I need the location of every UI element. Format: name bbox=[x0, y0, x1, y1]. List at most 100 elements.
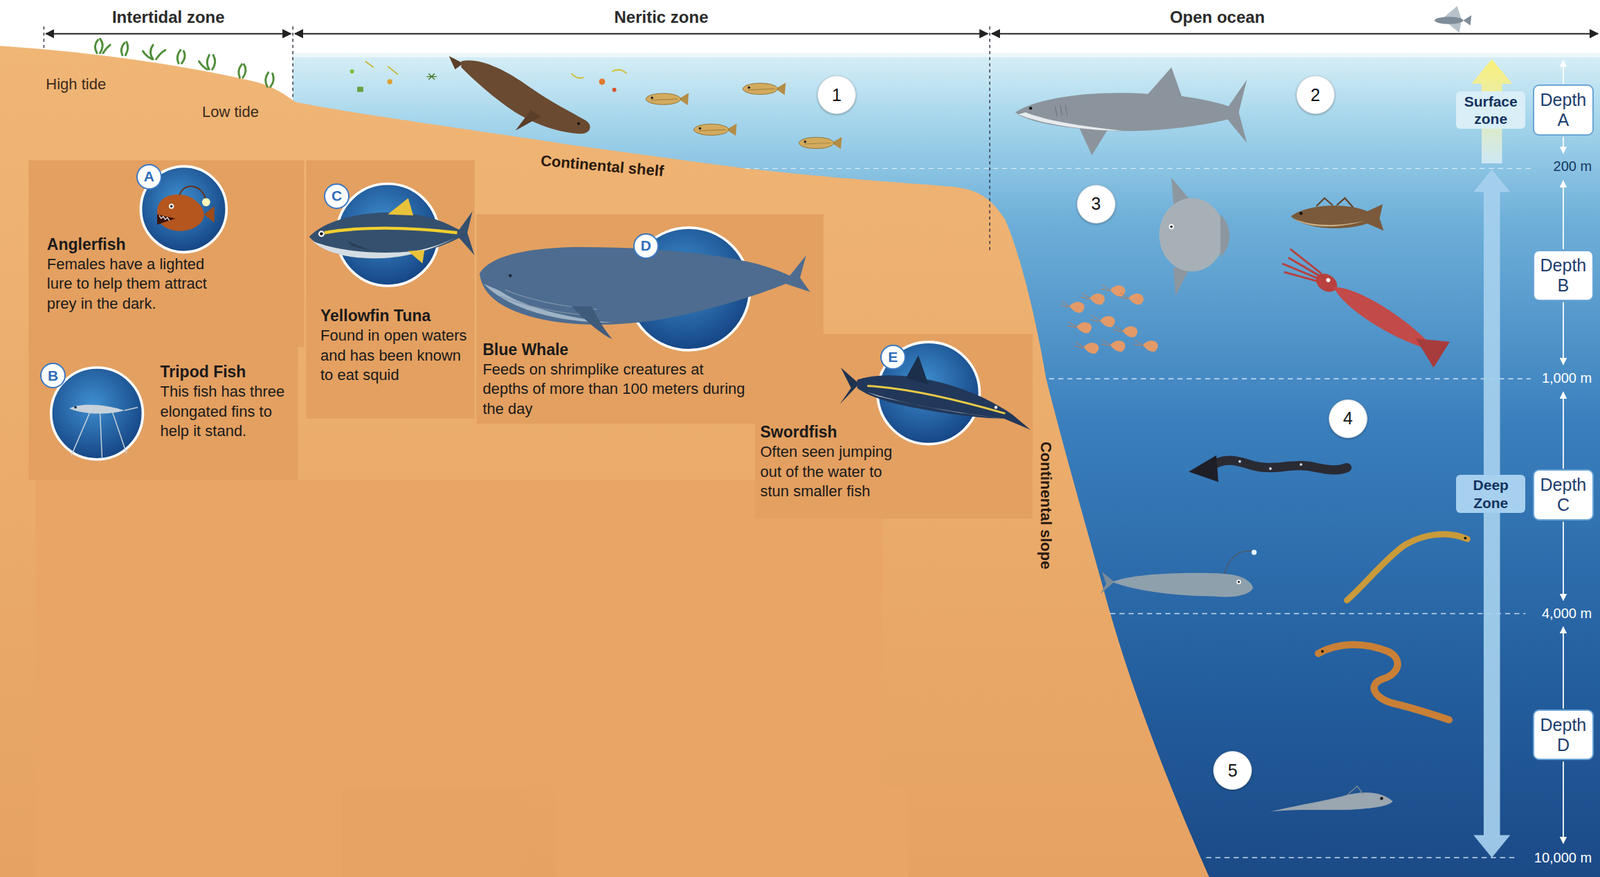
zone-label: Deep Zone bbox=[1456, 474, 1526, 513]
cod bbox=[1290, 197, 1384, 231]
species-name: Yellowfin Tuna bbox=[320, 305, 475, 326]
depth-mark: 200 m bbox=[1553, 157, 1593, 175]
tripod-fish bbox=[69, 404, 125, 414]
species-note: This fish has three elongated fins to he… bbox=[159, 382, 298, 442]
shelf-label: Continental shelf bbox=[539, 151, 665, 181]
anglerfish bbox=[202, 197, 211, 207]
neritic-fish bbox=[742, 82, 786, 95]
swordfish bbox=[840, 367, 860, 405]
swordfish bbox=[994, 405, 998, 409]
species-name: Swordfish bbox=[759, 422, 913, 443]
card-text: Yellowfin TunaFound in open waters and h… bbox=[320, 305, 475, 386]
gulper-eel bbox=[1269, 467, 1272, 470]
viperfish bbox=[1224, 550, 1253, 574]
yellowfin-tuna bbox=[408, 249, 425, 263]
yellowfin-tuna bbox=[346, 240, 373, 252]
plankton bbox=[365, 60, 398, 75]
viperfish bbox=[1100, 549, 1257, 597]
depth-arrow bbox=[1562, 761, 1565, 843]
species-card: Yellowfin TunaFound in open waters and h… bbox=[305, 159, 475, 418]
yellowfin-tuna bbox=[309, 211, 475, 259]
zone-bracket bbox=[991, 33, 1598, 35]
callout-number: 4 bbox=[1328, 399, 1368, 439]
zone-heading: Neritic zone bbox=[613, 7, 708, 28]
seaweed bbox=[199, 55, 216, 70]
card-panel bbox=[556, 788, 909, 877]
neritic-fish bbox=[645, 92, 689, 106]
tripod-fish bbox=[74, 406, 77, 409]
depth-line bbox=[744, 168, 1531, 169]
letter-badge: B bbox=[40, 362, 66, 389]
species-note: Often seen jumping out of the water to s… bbox=[759, 442, 913, 502]
plankton bbox=[612, 87, 617, 93]
letter-badge: E bbox=[880, 344, 906, 371]
plankton bbox=[350, 60, 627, 92]
gulper-eel bbox=[1188, 455, 1348, 482]
depth-arrow bbox=[1562, 521, 1565, 601]
plankton bbox=[357, 86, 364, 92]
zone-bracket bbox=[45, 33, 291, 35]
seaweed bbox=[142, 44, 165, 60]
yellow-eel bbox=[1346, 534, 1468, 600]
depth-box: Depth B bbox=[1532, 249, 1594, 302]
card-panel bbox=[755, 333, 1033, 519]
flying-fish bbox=[1434, 6, 1472, 33]
anglerfish bbox=[179, 186, 207, 200]
gulper-eel bbox=[1299, 462, 1303, 466]
anglerfish bbox=[157, 214, 176, 225]
zone-arrow bbox=[1471, 59, 1513, 858]
squid bbox=[1278, 249, 1323, 288]
depth-line bbox=[1206, 856, 1519, 858]
anglerfish bbox=[170, 204, 174, 208]
zone-arrow bbox=[1473, 169, 1511, 858]
zone-bracket bbox=[45, 33, 1598, 35]
sunfish bbox=[1173, 267, 1191, 296]
neritic-fish bbox=[799, 137, 843, 150]
depth-text: Depth A bbox=[1537, 89, 1590, 131]
card-text: AnglerfishFemales have a lighted lure to… bbox=[47, 234, 234, 315]
shrimp-swarm bbox=[1090, 315, 1115, 328]
gulper-eel bbox=[1208, 460, 1347, 470]
depth-text: Depth B bbox=[1537, 255, 1590, 296]
swordfish bbox=[857, 375, 1032, 430]
orange-eel bbox=[1318, 644, 1450, 720]
viperfish bbox=[1251, 549, 1257, 555]
seaweed bbox=[238, 64, 246, 78]
yellowfin-tuna bbox=[312, 235, 459, 259]
card-text: SwordfishOften seen jumping out of the w… bbox=[759, 422, 913, 502]
sea-lion bbox=[577, 122, 580, 126]
depth-arrow bbox=[1562, 60, 1565, 84]
seaweed bbox=[265, 72, 275, 88]
shrimp-swarm bbox=[1080, 292, 1105, 305]
squid bbox=[1407, 325, 1450, 368]
tide-label: Low tide bbox=[202, 103, 259, 122]
flying-fish bbox=[1462, 15, 1472, 26]
callout-text: 3 bbox=[1091, 193, 1102, 214]
callout-text: 1 bbox=[831, 85, 842, 106]
cod bbox=[1290, 204, 1384, 231]
gulper-eel bbox=[1238, 460, 1242, 463]
yellowfin-tuna bbox=[387, 197, 414, 216]
yellowfin-tuna bbox=[318, 230, 325, 237]
sunfish bbox=[1159, 197, 1225, 272]
callout-text: 5 bbox=[1227, 760, 1238, 781]
card-panel bbox=[28, 160, 1033, 877]
callout-number: 3 bbox=[1076, 184, 1116, 224]
anglerfish bbox=[157, 194, 205, 232]
depth-arrow bbox=[1562, 302, 1565, 365]
shrimp-swarm bbox=[1060, 301, 1085, 313]
anglerfish bbox=[168, 203, 174, 209]
tripod-fish bbox=[71, 407, 138, 458]
callout-text: 2 bbox=[1310, 85, 1321, 106]
shark bbox=[1055, 105, 1068, 117]
seaweed bbox=[94, 38, 274, 87]
card-panel bbox=[28, 346, 298, 480]
shrimp-swarm bbox=[1101, 285, 1126, 297]
rattail bbox=[1346, 786, 1364, 796]
depth-arrow bbox=[1562, 180, 1565, 250]
depth-box: Depth C bbox=[1532, 469, 1594, 521]
depth-line bbox=[1110, 613, 1526, 614]
plankton bbox=[571, 69, 627, 79]
seaweed bbox=[94, 38, 111, 54]
card-panel bbox=[35, 788, 342, 877]
